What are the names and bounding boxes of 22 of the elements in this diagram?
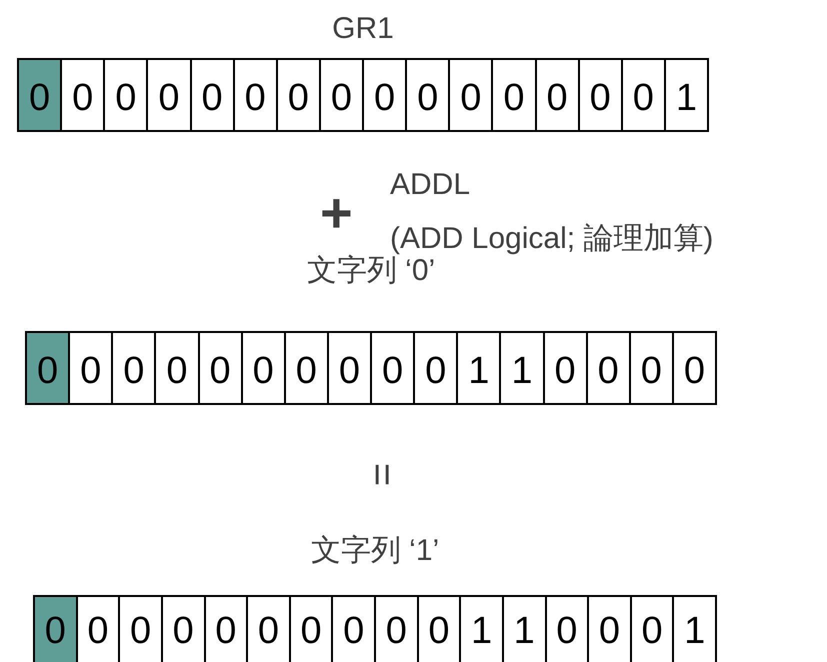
bit-cell: 0 [35,597,76,662]
bit-cell: 0 [27,333,68,403]
bit-cell: 0 [111,333,154,403]
bit-cell: 0 [630,597,672,662]
plus-sign: + [320,180,353,245]
register-label: GR1 [332,12,394,46]
bit-cell: 0 [76,597,118,662]
bit-cell: 0 [68,333,112,403]
bit-cell: 0 [60,60,104,130]
register-label: 文字列 ‘1’ [310,533,440,569]
instruction-description: (ADD Logical; 論理加算) [390,221,714,256]
bit-cell: 0 [413,333,456,403]
bit-cell: 0 [103,60,146,130]
bit-cell: 0 [405,60,448,130]
bit-cell: 0 [19,60,60,130]
register-label: 文字列 ‘0’ [306,254,436,289]
bit-cell: 0 [416,597,460,662]
instruction-name: ADDL [390,168,470,202]
bit-cell: 0 [448,60,492,130]
bit-cell: 0 [288,597,332,662]
bit-cell: 1 [456,333,500,403]
equals-sign: = [359,462,404,486]
